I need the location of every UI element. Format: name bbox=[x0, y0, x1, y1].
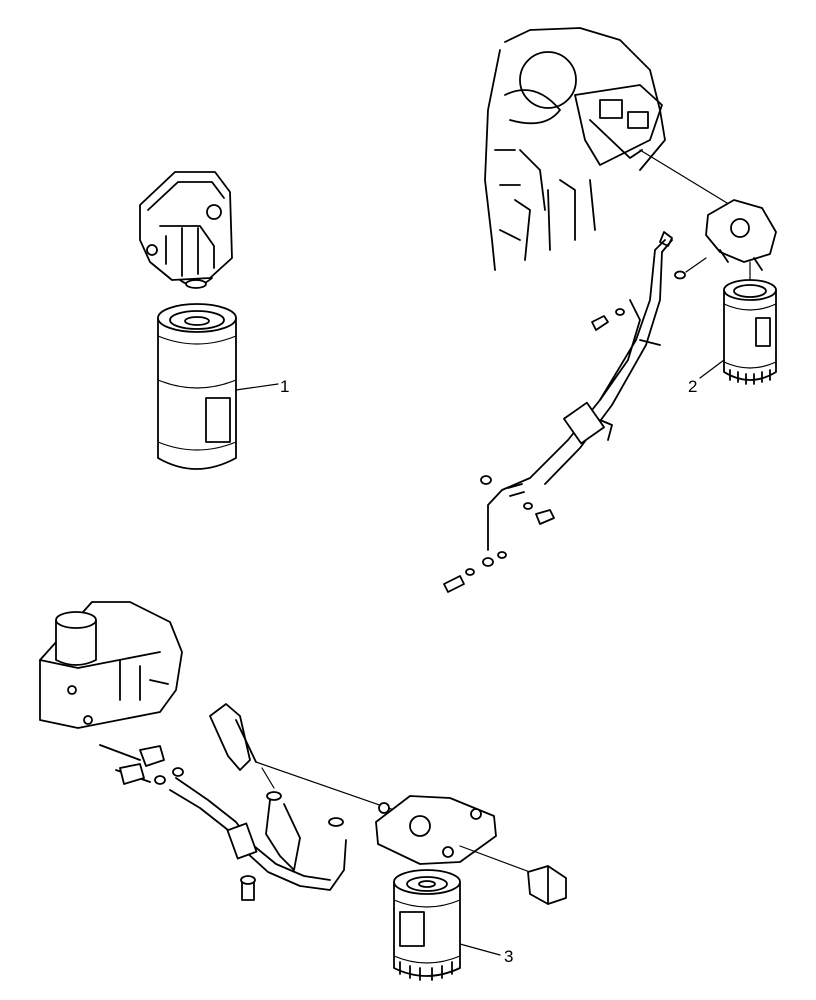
callout-3: 3 bbox=[504, 947, 513, 966]
oil-line-pipes-3 bbox=[99, 744, 347, 891]
pump-housing bbox=[39, 601, 183, 729]
filter-head-1 bbox=[139, 171, 233, 289]
assembly-line-3a bbox=[255, 761, 395, 811]
filter-assembly-3: 3 bbox=[39, 601, 567, 981]
engine-block bbox=[484, 27, 666, 271]
filter-assembly-2: 2 bbox=[443, 27, 777, 593]
filter-cartridge-3 bbox=[393, 869, 461, 981]
assembly-line-head-to-ring bbox=[685, 257, 707, 273]
assembly-line-3b bbox=[261, 767, 275, 789]
assembly-line-block-to-head bbox=[639, 149, 733, 207]
leader-line-3 bbox=[459, 943, 501, 956]
oil-line-pipes bbox=[487, 231, 673, 551]
leader-line-1 bbox=[235, 383, 279, 391]
filter-head-3 bbox=[375, 795, 497, 865]
leader-line-2 bbox=[699, 359, 725, 379]
filter-head-2 bbox=[705, 199, 777, 271]
filter-cartridge-1 bbox=[157, 303, 237, 470]
o-ring-2 bbox=[674, 270, 686, 280]
bolts-3 bbox=[209, 703, 257, 901]
fitting-3 bbox=[527, 865, 567, 905]
bolts-2 bbox=[443, 308, 625, 593]
callout-1: 1 bbox=[280, 377, 289, 396]
callout-2: 2 bbox=[688, 377, 697, 396]
filter-cartridge-2 bbox=[723, 279, 777, 385]
filter-assembly-1: 1 bbox=[139, 171, 289, 470]
